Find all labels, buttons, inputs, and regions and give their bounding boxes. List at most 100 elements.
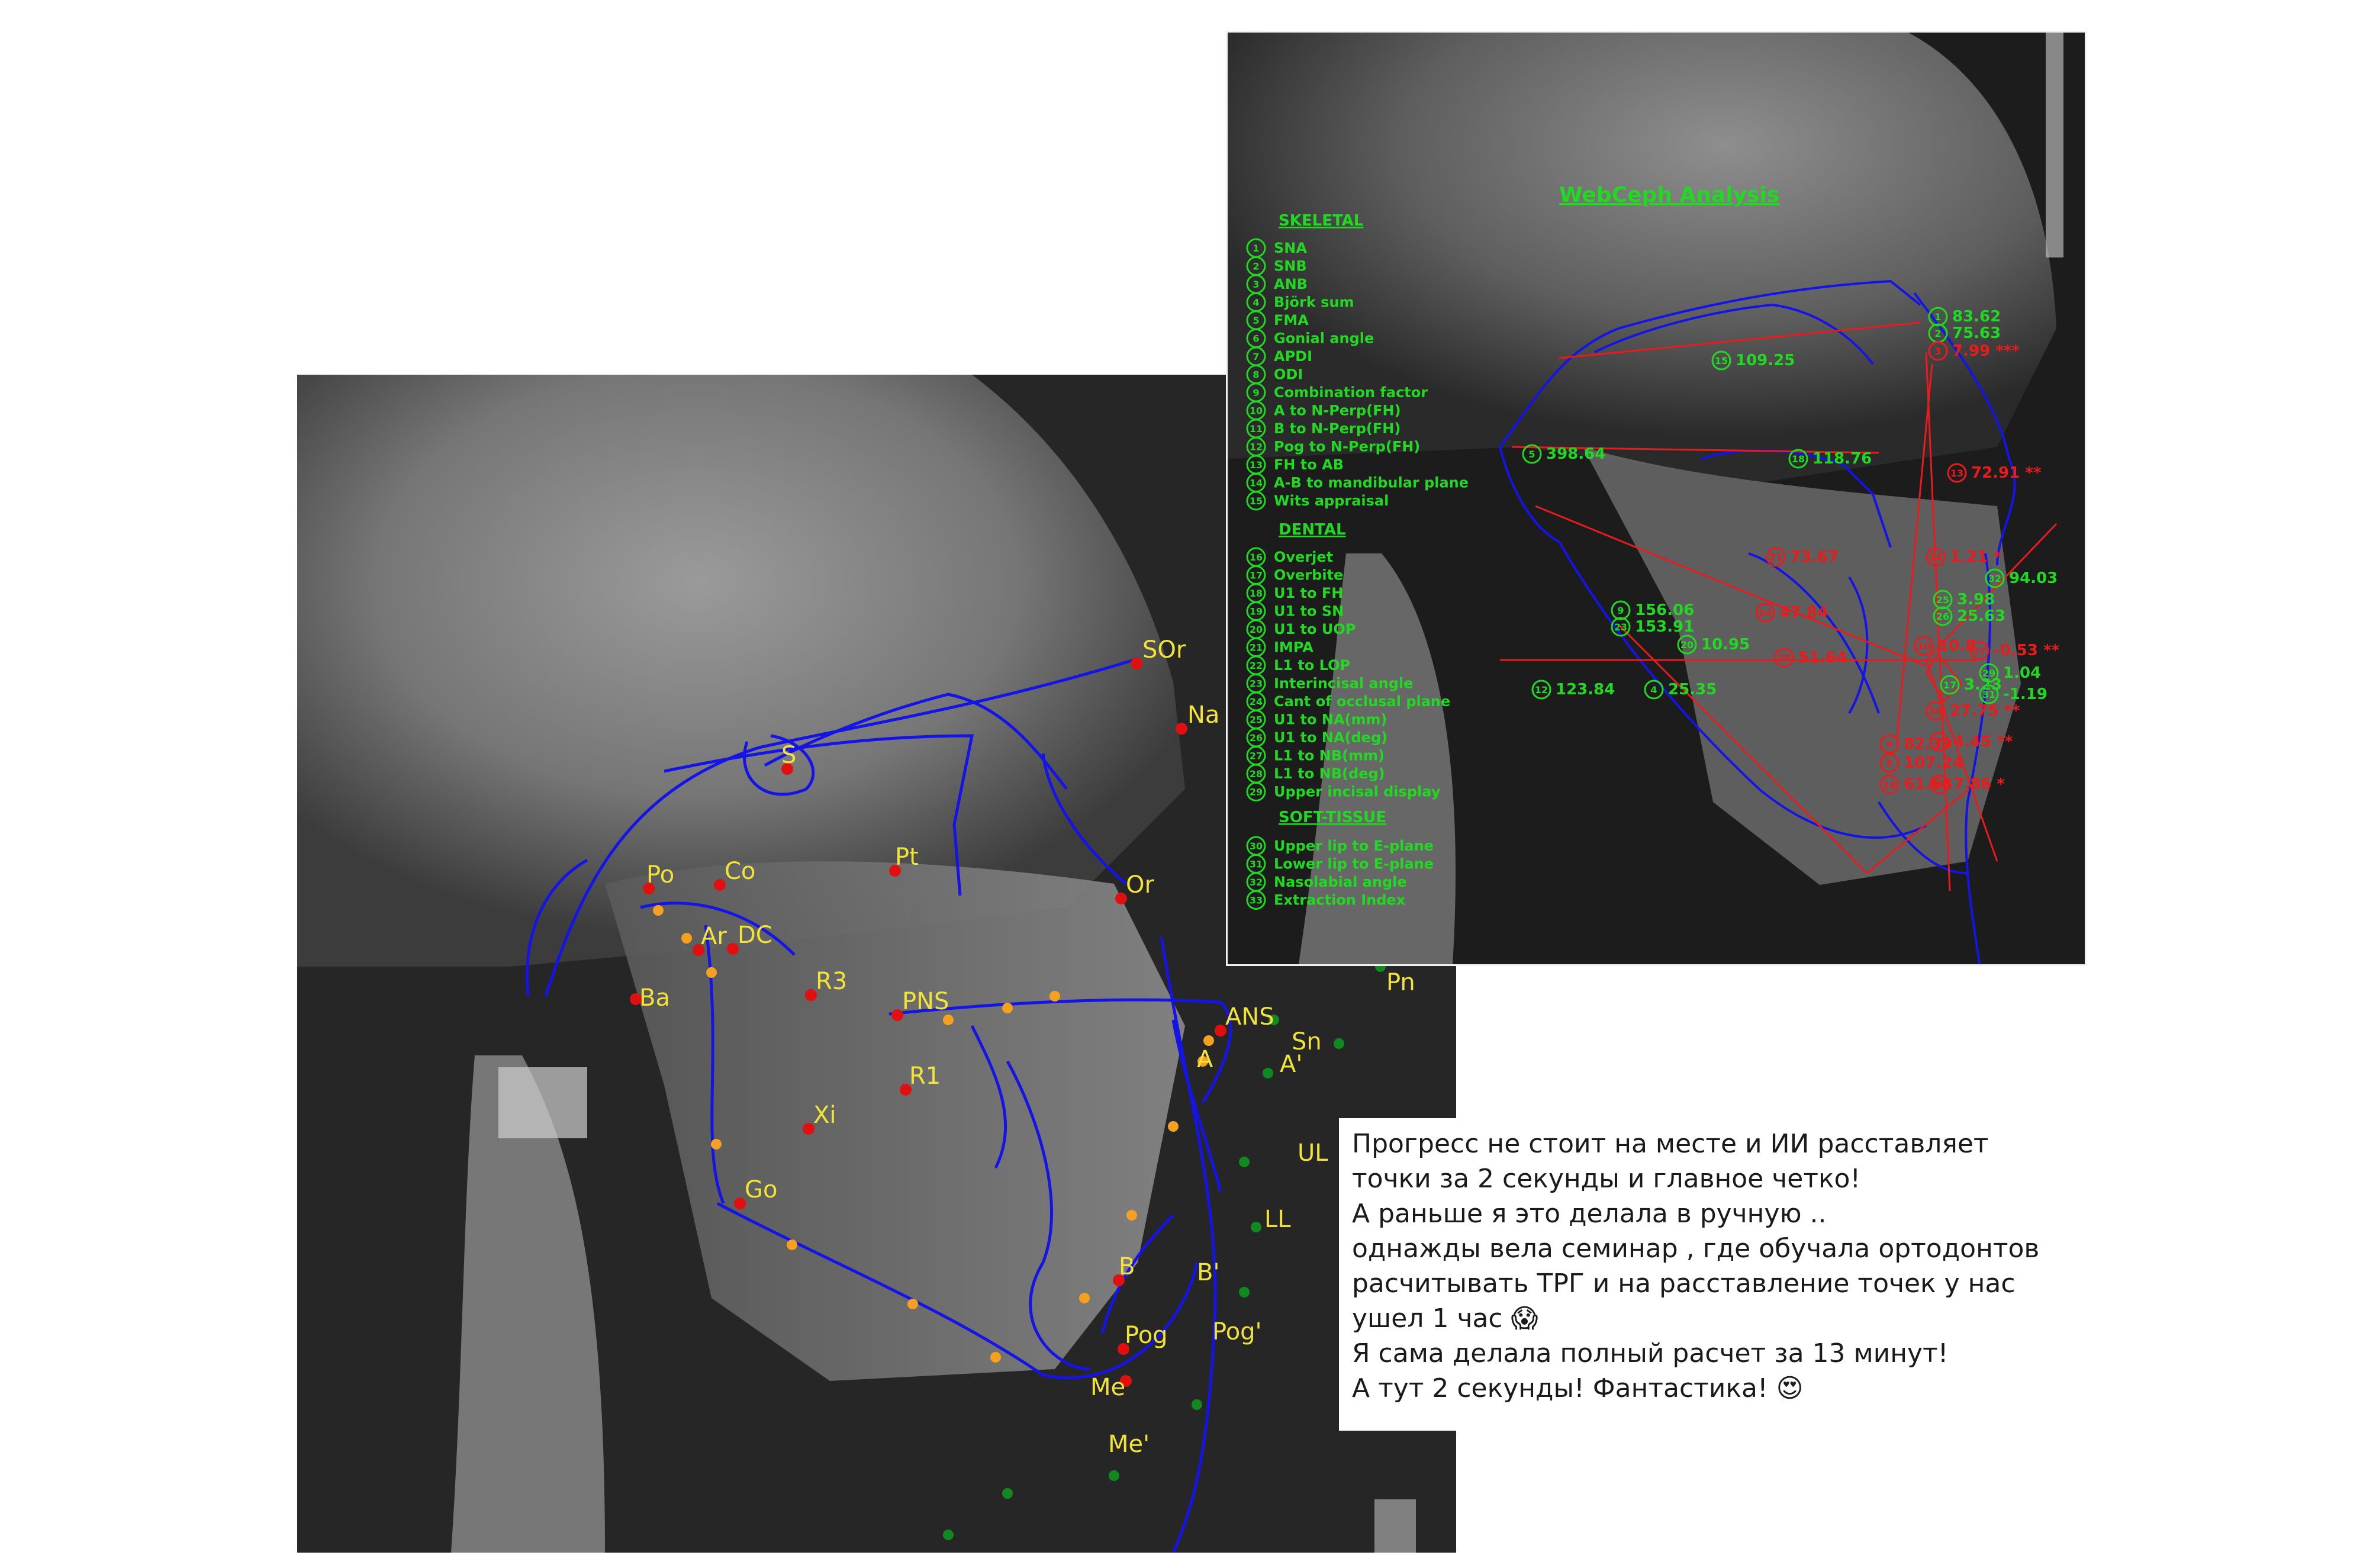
- item-label: Overjet: [1274, 549, 1333, 565]
- measurement-value: 118.76: [1812, 450, 1872, 468]
- red-value-item: 3 7.99 ***: [1928, 341, 2020, 361]
- number-circle-icon: [1928, 307, 1948, 327]
- item-number: 2: [1934, 328, 1941, 339]
- item-number: 16: [1250, 552, 1263, 563]
- item-number: 12: [1535, 684, 1548, 696]
- green-value-item: 12 123.84: [1531, 680, 1615, 700]
- landmark-label: Ar: [701, 923, 727, 950]
- landmark-label: Me: [1090, 1374, 1125, 1401]
- red-value-item: 28 51.64: [1774, 648, 1847, 668]
- landmark-label: Na: [1187, 701, 1219, 729]
- item-number: 28: [1250, 768, 1263, 780]
- landmark-label: Pog: [1125, 1322, 1168, 1349]
- landmark-label: ANS: [1225, 1003, 1274, 1031]
- item-number: 3: [1934, 346, 1941, 357]
- caption-line: А раньше я это делала в ручную ..: [1352, 1199, 1827, 1229]
- item-number: 9: [1253, 387, 1259, 398]
- number-circle-icon: [1926, 547, 1946, 567]
- item-label: ANB: [1274, 276, 1308, 292]
- item-number: 33: [1250, 895, 1263, 906]
- number-circle-icon: [1246, 890, 1266, 910]
- measurement-value: 4.45 **: [1953, 733, 2013, 751]
- measurement-value: 7.99 ***: [1952, 342, 2020, 360]
- item-label: Pog to N-Perp(FH): [1274, 439, 1420, 455]
- number-circle-icon: [1766, 547, 1786, 567]
- number-circle-icon: [1926, 701, 1946, 721]
- measurement-value: 82.39: [1904, 735, 1952, 753]
- number-circle-icon: [1611, 600, 1631, 620]
- item-number: 5: [1253, 315, 1259, 326]
- item-label: L1 to LOP: [1274, 657, 1350, 674]
- number-circle-icon: [1928, 341, 1948, 361]
- item-number: 4: [1650, 684, 1657, 696]
- item-number: 20: [1250, 624, 1263, 635]
- item-number: 25: [1936, 594, 1949, 606]
- measurement-value: 10.8: [1938, 637, 1976, 655]
- landmark-label: SOr: [1142, 636, 1186, 664]
- landmark-label: PNS: [902, 988, 949, 1015]
- red-analysis-lines: [1500, 321, 2058, 891]
- item-number: 6: [1886, 758, 1892, 769]
- item-label: Björk sum: [1274, 294, 1354, 311]
- item-number: 10: [1250, 405, 1263, 417]
- item-number: 18: [1792, 453, 1805, 465]
- measurement-value: 51.64: [1798, 649, 1847, 667]
- landmark-label: Pog': [1212, 1318, 1262, 1345]
- item-number: 25: [1250, 714, 1263, 726]
- item-number: 26: [1250, 732, 1263, 743]
- number-circle-icon: [1933, 590, 1953, 610]
- item-number: 14: [1250, 478, 1263, 489]
- measurement-value: 72.91 **: [1971, 464, 2042, 482]
- item-label: B to N-Perp(FH): [1274, 420, 1401, 437]
- landmark-label: B': [1197, 1259, 1219, 1286]
- item-number: 15: [1715, 355, 1728, 366]
- item-number: 28: [1778, 652, 1791, 664]
- landmark-label: Go: [745, 1176, 777, 1203]
- item-number: 30: [1250, 841, 1263, 852]
- landmark-label: Po: [646, 861, 674, 888]
- item-number: 5: [1528, 449, 1535, 460]
- item-label: IMPA: [1274, 639, 1313, 656]
- spine-shape: [451, 1055, 605, 1553]
- face-shape-right: [1583, 447, 2021, 885]
- number-circle-icon: [1940, 675, 1960, 695]
- caption-line: А тут 2 секунды! Фантастика! 😍: [1352, 1373, 1804, 1403]
- analysis-title: WebCeph Analysis: [1559, 183, 1779, 207]
- measurement-value: 123.84: [1556, 681, 1615, 698]
- item-number: 3: [1253, 279, 1259, 290]
- right-tracing-lines: [1499, 279, 2016, 964]
- item-number: 19: [1933, 779, 1946, 790]
- item-number: 22: [1250, 660, 1263, 671]
- item-number: 17: [1250, 570, 1263, 581]
- item-number: 23: [1250, 678, 1263, 690]
- green-value-item: 18 118.76: [1788, 449, 1872, 469]
- spine-shape-right: [1299, 553, 1456, 964]
- item-label: U1 to FH: [1274, 585, 1343, 601]
- item-label: SNB: [1274, 258, 1307, 275]
- landmark-label: Xi: [813, 1102, 836, 1129]
- item-label: Upper lip to E-plane: [1274, 838, 1434, 854]
- number-circle-icon: [1914, 636, 1934, 656]
- measurement-value: 3.98: [1957, 591, 1995, 608]
- landmark-label: Pn: [1386, 969, 1415, 996]
- item-number: 17: [1943, 680, 1956, 691]
- landmark-label: S: [781, 742, 796, 769]
- item-label: Upper incisal display: [1274, 784, 1441, 800]
